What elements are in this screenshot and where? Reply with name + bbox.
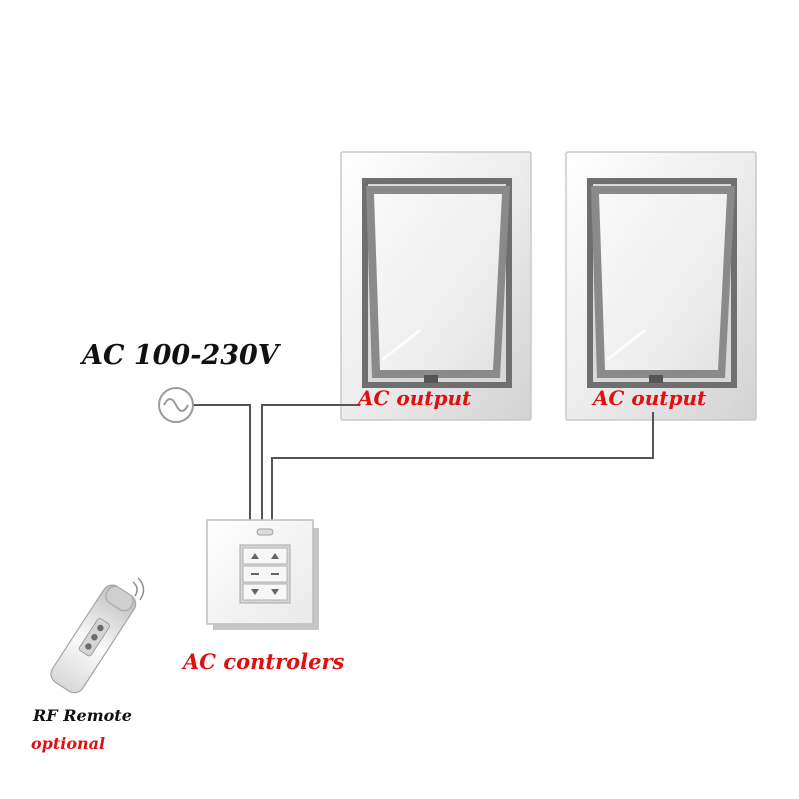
remote-tip <box>105 586 134 612</box>
window-2 <box>565 151 757 421</box>
window-2-glass <box>599 194 727 370</box>
window-1-output-label: AC output <box>356 386 472 410</box>
window-2-output-label: AC output <box>591 386 707 410</box>
window-1 <box>340 151 532 421</box>
remote-button-up <box>85 643 92 650</box>
controller-up-button <box>242 547 288 565</box>
window-1-glass-shine <box>381 328 421 362</box>
remote-button-stop <box>91 634 98 641</box>
controller-down-button <box>242 583 288 601</box>
wire-output-1 <box>261 404 360 522</box>
power-label: AC 100-230V <box>79 340 282 371</box>
remote-button-down <box>97 624 104 632</box>
controller-label: AC controlers <box>181 649 345 674</box>
controller-indicator-light <box>256 528 274 536</box>
window-1-glass <box>374 194 502 370</box>
ac-source-symbol <box>158 387 194 423</box>
wire-output-2 <box>271 412 654 522</box>
window-2-handle <box>649 375 663 383</box>
wiring <box>193 404 654 522</box>
wire-power-supply <box>193 404 251 522</box>
window-2-glass-shine <box>606 328 646 362</box>
remote-label: RF Remote <box>32 706 132 725</box>
remote-optional-label: optional <box>31 734 105 753</box>
rf-signal-waves-icon <box>132 577 145 601</box>
ac-controller-panel <box>206 519 319 630</box>
rf-remote <box>50 577 145 694</box>
controller-stop-button <box>242 565 288 583</box>
window-1-handle <box>424 375 438 383</box>
